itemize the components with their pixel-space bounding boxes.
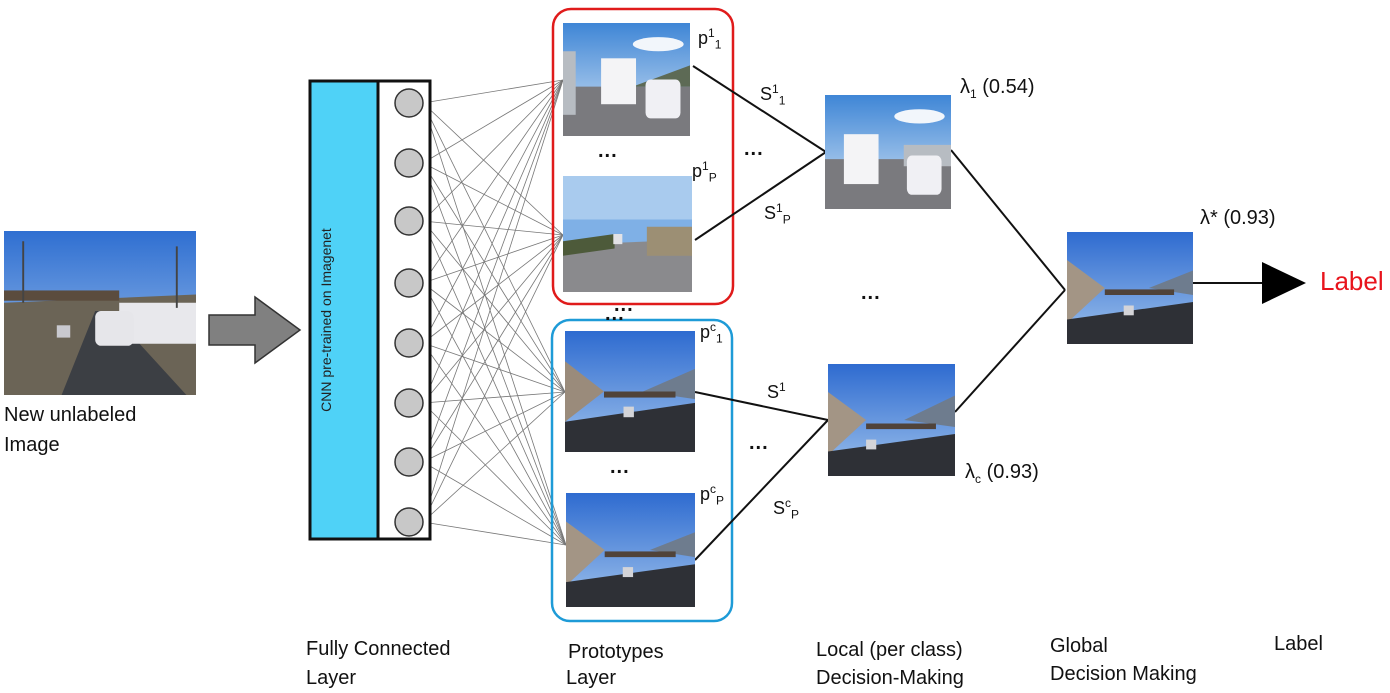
lambda-star-label: λ* (0.93)	[1200, 207, 1276, 229]
prototype-image-p1p	[563, 176, 692, 292]
similarity-label-s1p: S1P	[764, 201, 791, 227]
prototype-label-pc1: pc1	[700, 320, 723, 346]
ellipsis-pc-between: ...	[610, 456, 630, 478]
fc-edge	[422, 234, 564, 344]
fc-edge	[422, 282, 566, 393]
output-arrowhead	[1262, 262, 1306, 304]
fc-edge	[422, 162, 567, 546]
neuron-2	[394, 148, 424, 178]
fc-edge	[422, 162, 566, 393]
bottom-label-label: Label	[1274, 633, 1323, 655]
fc-edge	[422, 234, 564, 284]
fc-edge	[422, 234, 564, 523]
fc-edge	[422, 234, 564, 463]
fc-edge	[422, 79, 564, 284]
fc-edge	[422, 391, 566, 404]
input-caption-line2: Image	[4, 434, 60, 456]
fc-edge	[422, 102, 567, 546]
ellipsis-local: ...	[861, 282, 881, 304]
fc-edge	[422, 461, 567, 546]
neuron-5	[394, 328, 424, 358]
output-label: Label	[1320, 266, 1384, 296]
link-p1p-local1	[694, 151, 827, 241]
neuron-6	[394, 388, 424, 418]
ellipsis-s1: ...	[744, 138, 764, 160]
fc-edge	[422, 79, 564, 222]
classc-prototype-box	[550, 318, 734, 623]
link-local1-global	[950, 149, 1066, 291]
local-decision-image-classc	[828, 364, 955, 476]
prototype-label-p11: p11	[698, 26, 722, 52]
neuron-7	[394, 447, 424, 477]
fc-edge	[422, 391, 566, 523]
ellipsis-classes-a: ...	[605, 303, 625, 325]
fc-edge	[422, 79, 564, 523]
global-decision-image	[1067, 232, 1193, 344]
input-caption-line1: New unlabeled	[4, 404, 137, 426]
fc-edge	[422, 102, 564, 236]
bottom-label-proto-line2: Layer	[566, 667, 617, 689]
fc-edge	[422, 162, 564, 236]
fc-edge	[422, 220, 567, 546]
fc-edge	[422, 220, 564, 236]
bottom-label-local-line1: Local (per class)	[816, 639, 963, 661]
similarity-label-sc1: S1	[767, 380, 786, 402]
bottom-label-local-line2: Decision-Making	[816, 667, 964, 689]
fc-edge	[422, 220, 566, 393]
ellipsis-sc: ...	[749, 432, 769, 454]
link-pc1-localc	[694, 391, 829, 421]
similarity-label-s11: S11	[760, 82, 786, 108]
fc-edge	[422, 79, 564, 164]
local-decision-image-class1	[825, 95, 951, 209]
neuron-4	[394, 268, 424, 298]
prototype-image-pcp	[566, 493, 695, 607]
fc-edge	[422, 102, 566, 393]
lambda-1-label: λ1 (0.54)	[960, 76, 1035, 101]
fc-edge	[422, 342, 567, 546]
class1-prototype-box	[551, 7, 735, 306]
ellipsis-classes-b: ...	[614, 294, 634, 316]
prototype-label-p1p: p1P	[692, 159, 717, 185]
cnn-label: CNN pre-trained on Imagenet	[318, 228, 334, 412]
neuron-3	[394, 206, 424, 236]
link-localc-global	[954, 289, 1066, 413]
neuron-group	[394, 88, 424, 537]
fc-edge	[422, 391, 566, 463]
ellipsis-p1-between: ...	[598, 140, 618, 162]
neuron-1	[394, 88, 424, 118]
input-image	[4, 231, 196, 395]
bottom-label-global-line2: Decision Making	[1050, 663, 1197, 685]
fully-connected-lines	[422, 79, 567, 546]
neuron-8	[394, 507, 424, 537]
input-arrow	[208, 295, 302, 365]
bottom-label-fc-line1: Fully Connected	[306, 638, 451, 660]
prototype-image-pc1	[565, 331, 695, 452]
link-p11-local1	[692, 65, 827, 153]
bottom-label-global-line1: Global	[1050, 635, 1108, 657]
fc-edge	[422, 79, 564, 404]
prototype-image-p11	[563, 23, 690, 136]
fc-edge	[422, 234, 564, 404]
fc-edge	[422, 342, 566, 393]
fc-edge	[422, 79, 564, 104]
cnn-block	[308, 79, 380, 541]
fc-edge	[422, 521, 567, 546]
fc-edge	[422, 79, 564, 463]
link-pcp-localc	[694, 419, 829, 561]
similarity-label-scp: ScP	[773, 496, 800, 522]
prototype-label-pcp: pcP	[700, 482, 725, 508]
bottom-label-proto-line1: Prototypes	[568, 641, 664, 663]
fc-edge	[422, 402, 567, 546]
lambda-c-label: λc (0.93)	[965, 461, 1039, 486]
fc-edge	[422, 79, 564, 344]
fc-edge	[422, 282, 567, 546]
bottom-label-fc-line2: Layer	[306, 667, 357, 689]
